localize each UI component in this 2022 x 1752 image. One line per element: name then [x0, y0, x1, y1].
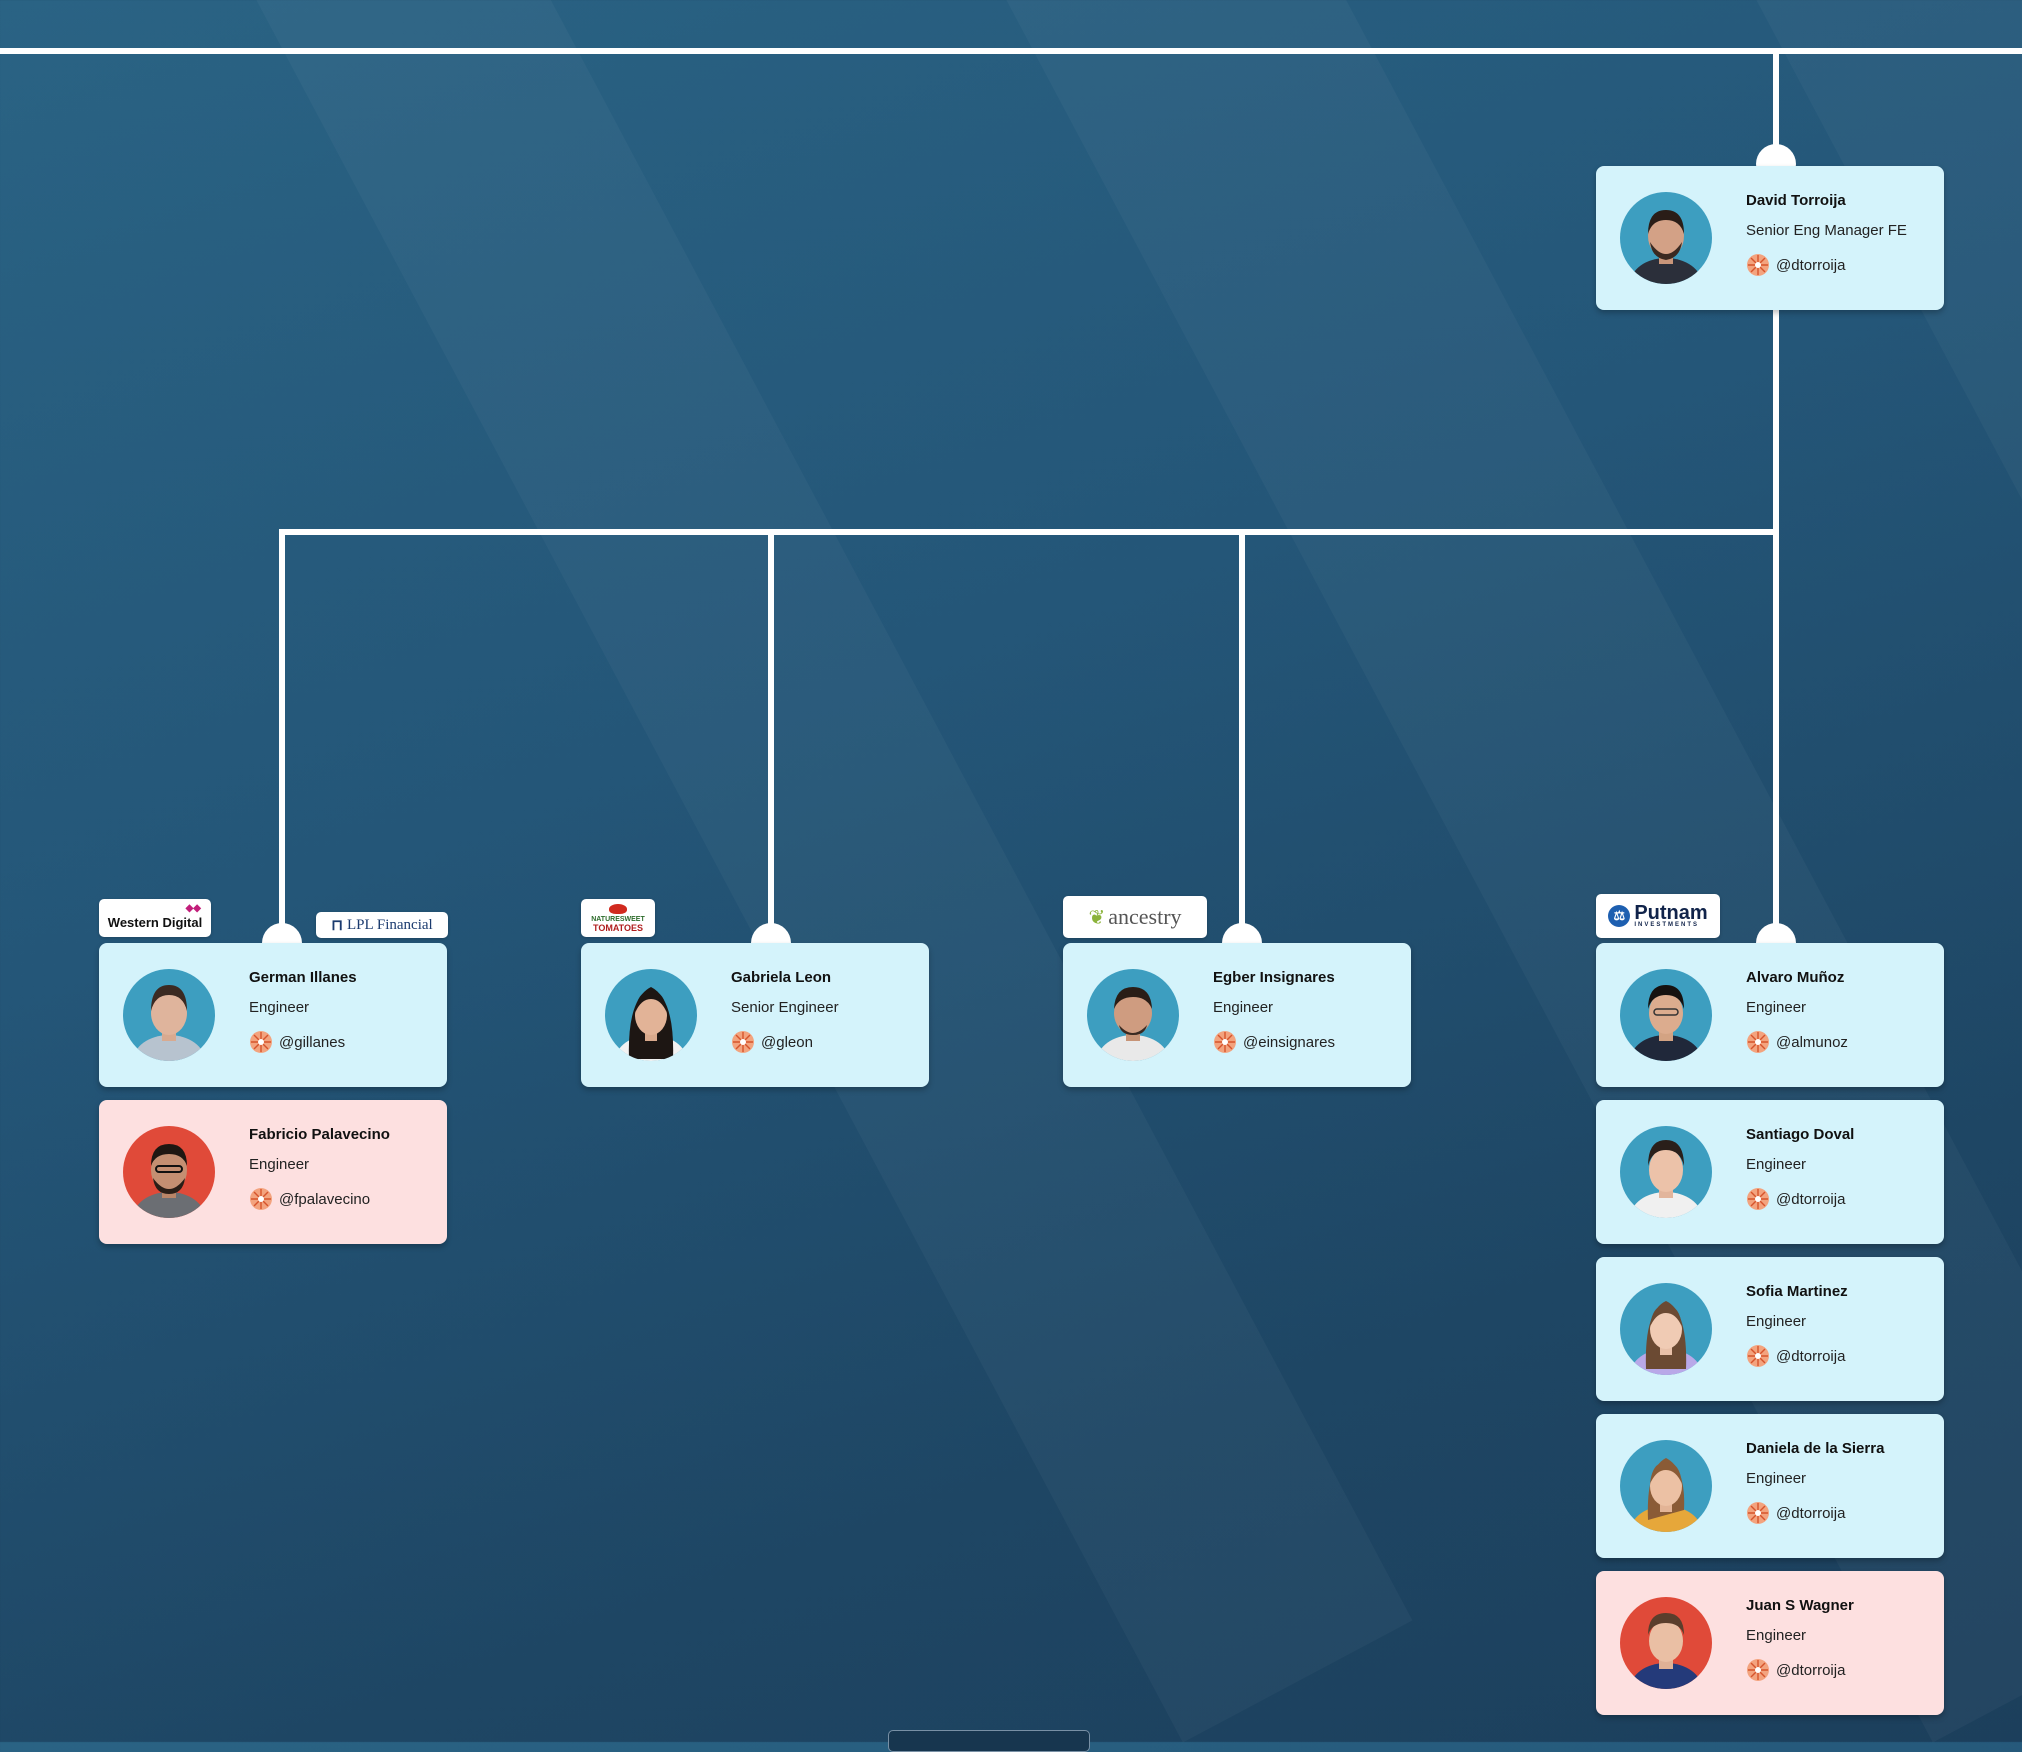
person-handle: @dtorroija — [1746, 253, 1845, 277]
person-role: Engineer — [1746, 1470, 1807, 1487]
naturesweet-tomatoes-logo: NATURESWEET TOMATOES — [581, 899, 655, 937]
person-role: Engineer — [1213, 999, 1274, 1016]
avatar — [1620, 1597, 1712, 1689]
person-name: David Torroija — [1746, 192, 1846, 209]
sun-icon — [250, 1031, 272, 1053]
person-role: Senior Eng Manager FE — [1746, 222, 1907, 239]
person-name: Santiago Doval — [1746, 1126, 1855, 1143]
leaf-icon: ❦ — [1088, 906, 1106, 929]
person-name: Fabricio Palavecino — [249, 1126, 390, 1143]
avatar — [1620, 1283, 1712, 1375]
person-name: Daniela de la Sierra — [1746, 1440, 1885, 1457]
handle-text: @einsignares — [1243, 1033, 1335, 1051]
person-card[interactable]: Daniela de la Sierra Engineer @dtorroija — [1596, 1414, 1944, 1558]
handle-text: @dtorroija — [1776, 1661, 1846, 1679]
ancestry-logo-text: ancestry — [1108, 904, 1182, 929]
bottom-panel-handle[interactable] — [888, 1730, 1090, 1752]
sun-icon — [1747, 1031, 1769, 1053]
avatar — [123, 969, 215, 1061]
avatar — [1620, 969, 1712, 1061]
putnam-logo: ⚖ Putnam INVESTMENTS — [1596, 894, 1720, 938]
handle-text: @gillanes — [279, 1033, 346, 1051]
handle-text: @dtorroija — [1776, 1504, 1846, 1522]
handle-text: @fpalavecino — [279, 1190, 371, 1208]
avatar — [1620, 1126, 1712, 1218]
top-connector-line — [0, 48, 2022, 54]
person-card[interactable]: Sofia Martinez Engineer @dtorroija — [1596, 1257, 1944, 1401]
person-card[interactable]: Juan S Wagner Engineer @dtorroija — [1596, 1571, 1944, 1715]
sun-icon — [1747, 1188, 1769, 1210]
person-name: German Illanes — [249, 969, 357, 986]
person-role: Engineer — [1746, 1627, 1807, 1644]
person-handle: @gleon — [731, 1030, 813, 1054]
western-digital-logo-text: Western Digital — [107, 914, 203, 930]
team-connector-1 — [279, 529, 285, 939]
sun-icon — [250, 1188, 272, 1210]
naturesweet-bottom-text: TOMATOES — [592, 922, 643, 933]
person-handle: @dtorroija — [1746, 1501, 1845, 1525]
person-handle: @dtorroija — [1746, 1658, 1845, 1682]
handle-text: @dtorroija — [1776, 1190, 1846, 1208]
person-name: Egber Insignares — [1213, 969, 1335, 986]
person-role: Engineer — [1746, 999, 1807, 1016]
ancestry-logo: ❦ ancestry — [1063, 896, 1207, 938]
avatar — [1620, 192, 1712, 284]
avatar — [605, 969, 697, 1061]
sun-icon — [1747, 1345, 1769, 1367]
scales-icon: ⚖ — [1608, 905, 1631, 927]
sun-icon — [1747, 1502, 1769, 1524]
person-role: Engineer — [1746, 1156, 1807, 1173]
lpl-financial-logo: ⊓ LPL Financial — [316, 912, 448, 938]
person-card[interactable]: Gabriela Leon Senior Engineer @gleon — [581, 943, 929, 1087]
person-handle: @gillanes — [249, 1030, 345, 1054]
person-handle: @dtorroija — [1746, 1187, 1845, 1211]
handle-text: @gleon — [761, 1033, 813, 1051]
manager-vertical-connector — [1773, 48, 1779, 168]
person-card[interactable]: German Illanes Engineer @gillanes — [99, 943, 447, 1087]
person-name: Gabriela Leon — [731, 969, 832, 986]
handle-text: @dtorroija — [1776, 1347, 1846, 1365]
team-connector-3 — [1239, 529, 1245, 939]
team-connector-2 — [768, 529, 774, 939]
person-card[interactable]: Alvaro Muñoz Engineer @almunoz — [1596, 943, 1944, 1087]
person-handle: @dtorroija — [1746, 1344, 1845, 1368]
person-card[interactable]: Egber Insignares Engineer @einsignares — [1063, 943, 1411, 1087]
tomato-icon — [609, 903, 627, 914]
western-digital-mark-icon: ◆◆ — [185, 903, 201, 914]
person-role: Engineer — [249, 999, 310, 1016]
avatar — [1620, 1440, 1712, 1532]
putnam-logo-text: Putnam — [1634, 902, 1708, 924]
person-role: Senior Engineer — [731, 999, 839, 1016]
person-handle: @fpalavecino — [249, 1187, 370, 1211]
person-name: Alvaro Muñoz — [1746, 969, 1845, 986]
naturesweet-top-text: NATURESWEET — [591, 915, 645, 923]
lpl-financial-logo-text: LPL Financial — [347, 916, 433, 933]
sun-icon — [1747, 1659, 1769, 1681]
putnam-logo-subtext: INVESTMENTS — [1634, 922, 1699, 928]
team-horizontal-connector — [279, 529, 1779, 535]
western-digital-logo: Western Digital ◆◆ — [99, 899, 211, 937]
person-handle: @einsignares — [1213, 1030, 1335, 1054]
manager-card[interactable]: David Torroija Senior Eng Manager FE @dt… — [1596, 166, 1944, 310]
handle-text: @almunoz — [1776, 1033, 1848, 1051]
person-role: Engineer — [249, 1156, 310, 1173]
sun-icon — [732, 1031, 754, 1053]
person-handle: @almunoz — [1746, 1030, 1848, 1054]
sun-icon — [1214, 1031, 1236, 1053]
person-name: Juan S Wagner — [1746, 1597, 1854, 1614]
avatar — [123, 1126, 215, 1218]
lpl-mark-icon: ⊓ — [331, 917, 344, 934]
handle-text: @dtorroija — [1776, 256, 1846, 274]
manager-down-connector — [1773, 308, 1779, 938]
avatar — [1087, 969, 1179, 1061]
person-role: Engineer — [1746, 1313, 1807, 1330]
person-card[interactable]: Fabricio Palavecino Engineer @fpalavecin… — [99, 1100, 447, 1244]
person-name: Sofia Martinez — [1746, 1283, 1848, 1300]
person-card[interactable]: Santiago Doval Engineer @dtorroija — [1596, 1100, 1944, 1244]
sun-icon — [1747, 254, 1769, 276]
